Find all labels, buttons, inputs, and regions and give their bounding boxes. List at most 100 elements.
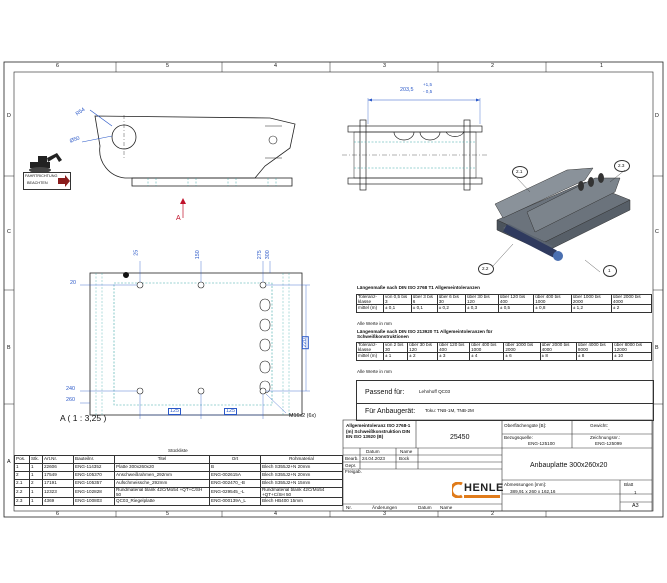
bom-cell: 1 [29,497,43,507]
bom-h-rohmaterial: Rohmaterial [260,455,343,464]
top-dim-label: 203,5 [400,87,414,93]
frame-row-d: D [7,113,11,119]
bearb-name: Bock [399,456,410,461]
tolerance-weld-table: Toleranz-klasse von 2 bis 30 über 30 bis… [356,341,652,362]
tol-weld-v1: ± 1 [382,352,409,362]
frame-row-d-right: D [655,113,659,119]
top-dim-tol-upper: +1,5 [423,82,433,87]
frame-col-3-bottom: 3 [383,511,386,517]
bom-cell: ENG-114352 [73,463,115,472]
henle-logo-icon [452,482,463,498]
bom-cell: QC03_Riegelplatte [114,497,210,507]
bom-cell: 1 [29,471,43,480]
bom-cell: ENG-102828 [73,486,115,499]
bom-cell: 17191 [42,479,74,488]
sheet-format: A3 [632,503,639,509]
front-view [81,109,296,218]
frame-col-5-bottom: 5 [166,511,169,517]
attachment-label: Für Anbaugerät: [365,408,416,415]
tol-lin-v0: mittel (m) [356,304,384,314]
general-tolerance: Allgemeintoleranz ISO 2768-1 (m) Schweiß… [346,423,411,439]
bom-cell: 2.3 [14,497,30,507]
part-name: Anbauplatte 300x260x20 [530,462,608,469]
bom-h-pos: Pos. [14,455,30,464]
attachment-value: Toku: TNB-1M, TNB-2M [425,408,474,413]
name-label: Name [400,449,413,454]
tolerance-linear-value-row: mittel (m) ± 0,1 ± 0,1 ± 0,2 ± 0,3 ± 0,5… [356,304,653,314]
fits-label: Passend für: [365,389,405,396]
bom-cell: Rundmaterial blank 42CrMo54 +QT+C/SH 50 [114,486,210,499]
frame-row-b-right: B [655,345,659,351]
bom-cell: Blech HB400 15mm [260,497,343,507]
balloon-2-1-label: 2.1 [516,169,523,174]
bom-h-titel: Titel [114,455,210,464]
view-a-bottom-dim-125-left: 125 [168,408,181,416]
bom-cell: ENG-105357 [73,479,115,488]
tol-weld-h7: über 4000 bis 8000 [575,341,614,354]
tol-lin-v3: ± 0,2 [436,304,466,314]
bom-cell: Blech S355J2+N 20mm [260,471,343,480]
bom-h-artnr: Art.Nr. [42,455,74,464]
balloon-1: 1 [603,265,617,277]
abmessungen-value: 389,91 x 260 x 162,16 [510,489,556,494]
bom-header-row: Pos. Stk. Art.Nr. Bauteilnr. Titel Ort R… [14,455,343,464]
henle-logo: HENLE [452,480,503,500]
tol-weld-v7: ± 8 [575,352,614,362]
tol-weld-h8: über 8000 bis 12000 [612,341,652,354]
datum-label: Datum [366,449,380,454]
footer-name: Name [440,505,453,510]
tol-lin-h8: über 2000 bis 4000 [610,293,653,306]
tolerance-weld-value-row: mittel (m) ± 1 ± 2 ± 3 ± 4 ± 6 ± 8 ± 8 ±… [356,352,652,362]
view-a-hole-note: M16x2 (6x) [289,413,316,419]
frame-col-6: 6 [56,63,59,69]
isometric-view [492,167,631,273]
direction-sign: FAHRTRICHTUNG BEACHTEN [23,172,71,190]
tolerance-weld-title: Längenmaße nach DIN ISO 213920 T1 Allgem… [357,329,493,340]
bom-cell: 2 [29,479,43,488]
frame-col-4-bottom: 4 [274,511,277,517]
footer-aenderungen: Änderungen [372,505,398,510]
henle-logo-bar [464,495,500,498]
tol-lin-h3: über 6 bis 30 [436,293,466,306]
frame-col-4: 4 [274,63,277,69]
frame-col-2-bottom: 2 [491,511,494,517]
frame-col-1: 1 [600,63,603,69]
fits-box: Passend für: Lehnhoff QC03 [356,380,654,404]
tolerance-weld-note: Alle Werte in mm [357,369,392,374]
frame-row-a: A [7,459,11,465]
section-a-label: A [176,215,181,222]
bom-h-stk: Stk. [29,455,43,464]
balloon-2-2-label: 2.2 [482,266,489,271]
top-dim-tol-lower: - 0,5 [423,89,433,94]
tolerance-weld-header-row: Toleranz-klasse von 2 bis 30 über 30 bis… [356,341,652,354]
tol-weld-h1: von 2 bis 30 [382,341,409,354]
view-a-title: A ( 1 : 3,25 ) [60,413,107,423]
gewicht-value: - [608,427,610,432]
tolerance-linear-table: Toleranz-klasse von 0,5 bis 3 über 3 bis… [356,293,653,314]
excavator-icon [29,153,62,173]
tol-lin-h0: Toleranz-klasse [356,293,384,306]
tol-lin-v8: ± 2 [610,304,653,314]
oberflaeche-label: Oberflächengüte [B]: [504,423,547,428]
gewicht-label: Gewicht: [590,423,608,428]
view-a-left-dim-20: 20 [70,280,76,286]
bom-cell: 12323 [42,486,74,499]
view-a-left-dim-260: 260 [66,397,75,403]
bearb-label: Bearb. [345,456,359,461]
bom-table: Pos. Stk. Art.Nr. Bauteilnr. Titel Ort R… [14,455,343,507]
frame-col-2: 2 [491,63,494,69]
top-view [342,98,488,191]
bom-row: 2.3 1 4369 ENG-100803 QC03_Riegelplatte … [14,497,343,507]
tol-lin-v5: ± 0,5 [497,304,535,314]
bom-cell: 17549 [42,471,74,480]
tol-lin-h5: über 120 bis 400 [497,293,535,306]
bom-cell: 1 [29,486,43,499]
balloon-1-label: 1 [608,268,611,273]
frame-col-3: 3 [383,63,386,69]
gepr-label: Gepr. [345,463,357,468]
attachment-box: Für Anbaugerät: Toku: TNB-1M, TNB-2M [356,402,654,421]
direction-arrow-icon [58,175,70,187]
tolerance-linear-title: Längenmaße nach DIN ISO 2768 T1 Allgemei… [357,285,480,290]
